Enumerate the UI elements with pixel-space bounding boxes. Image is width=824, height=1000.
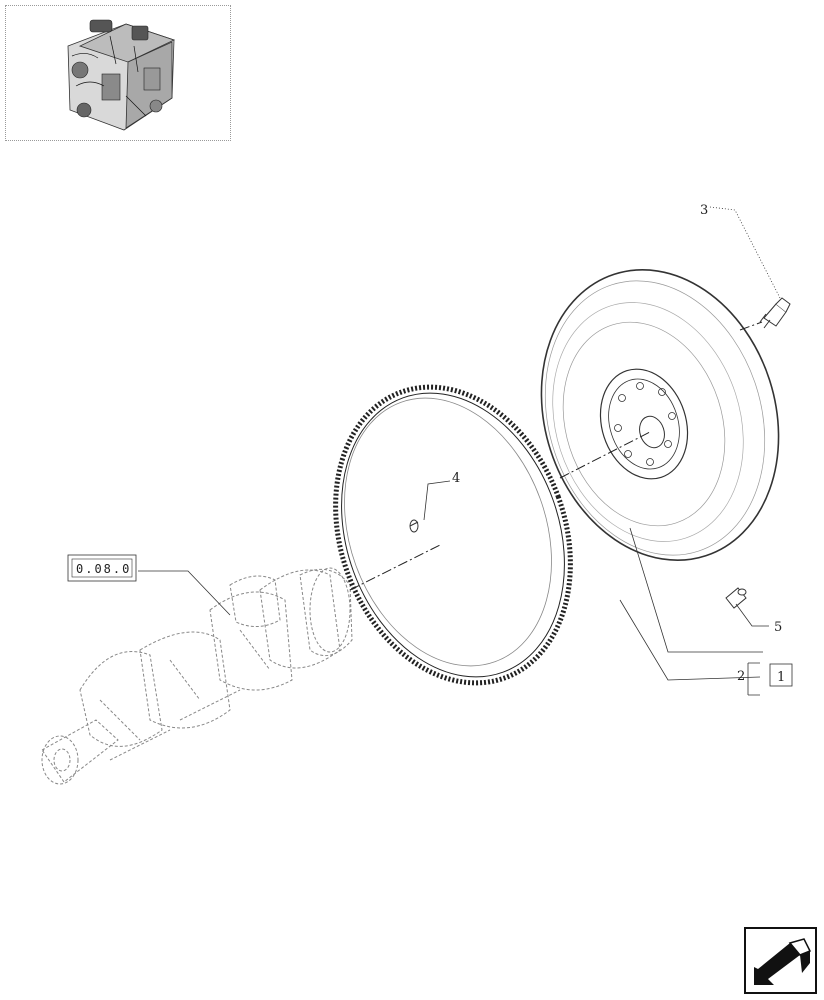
bushing[interactable] xyxy=(725,587,747,609)
flywheel[interactable] xyxy=(505,239,815,592)
previous-page-arrow-icon xyxy=(754,938,812,985)
callout-5[interactable]: 5 xyxy=(774,620,782,635)
callout-4[interactable]: 4 xyxy=(452,471,460,486)
ring-gear[interactable] xyxy=(296,354,610,716)
engine-assembly-icon xyxy=(67,19,176,131)
engine-thumbnail[interactable] xyxy=(5,5,231,141)
previous-page-button[interactable] xyxy=(744,927,817,994)
group-box-label: 1 xyxy=(777,670,785,685)
callout-3[interactable]: 3 xyxy=(700,203,708,218)
reference-box[interactable]: 0.08.0 xyxy=(67,554,137,582)
dowel-pin[interactable] xyxy=(409,519,419,533)
crankshaft[interactable] xyxy=(41,567,353,785)
reference-box-label: 0.08.0 xyxy=(76,562,131,576)
group-box[interactable]: 1 xyxy=(769,663,793,687)
center-axis xyxy=(349,321,763,591)
callout-2[interactable]: 2 xyxy=(737,669,745,684)
flywheel-screw[interactable] xyxy=(759,297,791,329)
leader-lines xyxy=(138,206,781,696)
